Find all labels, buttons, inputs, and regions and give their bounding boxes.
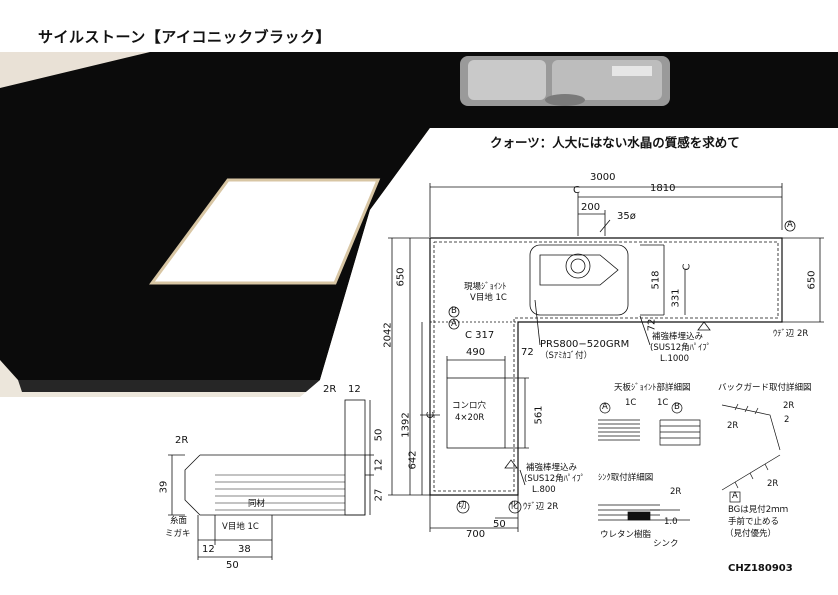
dim-650-right: 650 bbox=[806, 270, 818, 290]
dim-700: 700 bbox=[466, 529, 486, 540]
dim-490: 490 bbox=[466, 347, 486, 358]
dim-35: 35ø bbox=[617, 211, 636, 222]
dim-2r-a: 2R bbox=[323, 384, 337, 395]
cooktop-cutout bbox=[149, 178, 381, 285]
dim-72a: 72 bbox=[646, 318, 658, 332]
subtitle: クォーツ：人大にはない水晶の質感を求めて bbox=[490, 135, 740, 150]
marker-b1: B bbox=[451, 306, 457, 316]
reinforce-1: 補強棒埋込み bbox=[652, 332, 704, 342]
dim-50c: 50 bbox=[226, 560, 239, 571]
dim-1392: 1392 bbox=[400, 412, 412, 438]
sink-detail-2r: 2R bbox=[670, 487, 682, 497]
dim-518: 518 bbox=[650, 270, 662, 290]
dim-331: 331 bbox=[670, 288, 682, 308]
cut-mark2: 化 bbox=[510, 501, 519, 511]
v-eye2-label: V目地 1C bbox=[222, 522, 259, 532]
edge-r2: ｳﾃﾞ辺 2R bbox=[523, 502, 559, 512]
cooktop-label: コンロ穴 bbox=[452, 401, 487, 411]
dim-12c: 12 bbox=[202, 544, 215, 555]
dim-3000: 3000 bbox=[590, 172, 616, 183]
len-2: L.800 bbox=[532, 485, 556, 495]
edge-r1: ｳﾃﾞ辺 2R bbox=[773, 329, 809, 339]
dim-561: 561 bbox=[533, 405, 545, 425]
bg-2r-a: 2R bbox=[783, 401, 795, 411]
same-material-label: 同材 bbox=[248, 499, 266, 509]
joint-site-label: 現場ｼﾞｮｲﾝﾄ bbox=[464, 282, 507, 292]
page-title: サイルストーン【アイコニックブラック】 bbox=[38, 28, 332, 46]
dim-642: 642 bbox=[407, 450, 419, 470]
sink-detail-10: 1.0 bbox=[664, 517, 678, 527]
bg-note-2: 手前で止める bbox=[728, 517, 780, 527]
dim-200: 200 bbox=[581, 202, 601, 213]
reinforce-2: 補強棒埋込み bbox=[526, 463, 578, 473]
dim-12a: 12 bbox=[348, 384, 361, 395]
bg-2r-c: 2R bbox=[767, 479, 779, 489]
dim-c-left: C bbox=[425, 411, 437, 419]
marker-a1: A bbox=[451, 319, 457, 329]
joint-a: A bbox=[602, 402, 608, 412]
cut-mark: 切 bbox=[458, 501, 467, 511]
dim-72b: 72 bbox=[521, 347, 534, 358]
cooktop-size: 4×20R bbox=[455, 413, 485, 423]
sink-detail-title: ｼﾝｸ取付詳細図 bbox=[598, 473, 654, 483]
len-1: L.1000 bbox=[660, 354, 690, 364]
v-eye-label: V目地 1C bbox=[470, 293, 507, 303]
sink-word: シンク bbox=[653, 539, 679, 549]
dim-39: 39 bbox=[158, 480, 170, 494]
dim-2042: 2042 bbox=[382, 322, 394, 348]
dim-c-top: C bbox=[573, 185, 580, 196]
migaki-label: ミガキ bbox=[165, 529, 191, 539]
dim-c-317: C 317 bbox=[465, 330, 495, 341]
dim-50b: 50 bbox=[493, 519, 506, 530]
bg-note-1: BGは見付2ｍｍ bbox=[728, 505, 789, 515]
joint-b: B bbox=[674, 402, 680, 412]
dim-12b: 12 bbox=[373, 458, 385, 472]
dim-c-right: C bbox=[681, 263, 693, 271]
sus-1: (SUS12角ﾊﾟｲﾌﾟ bbox=[650, 343, 711, 353]
sink-note: （Sｱﾐｶｺﾞ付） bbox=[540, 351, 593, 361]
dim-1810: 1810 bbox=[650, 183, 676, 194]
sus-2: (SUS12角ﾊﾟｲﾌﾟ bbox=[524, 474, 585, 484]
urethane-label: ウレタン樹脂 bbox=[600, 530, 652, 540]
joint-1c-a: 1C bbox=[625, 398, 637, 408]
marker-a2: A bbox=[787, 220, 793, 230]
bg-note-3: （見付優先） bbox=[725, 529, 777, 539]
bg-2r-b: 2R bbox=[727, 421, 739, 431]
dim-650: 650 bbox=[395, 267, 407, 287]
dim-50a: 50 bbox=[373, 428, 385, 442]
dim-27: 27 bbox=[373, 488, 385, 502]
drawing-code: CHZ180903 bbox=[728, 563, 793, 574]
countertop-surface bbox=[0, 52, 838, 380]
joint-1c-b: 1C bbox=[657, 398, 669, 408]
itomen-label: 糸面 bbox=[170, 516, 188, 526]
sink-model: PRS800−520GRM bbox=[540, 339, 630, 350]
backguard-detail-title: バックガード取付詳細図 bbox=[718, 383, 812, 393]
bg-2: 2 bbox=[784, 415, 790, 425]
sink-photo bbox=[460, 56, 670, 106]
dim-2r-left: 2R bbox=[175, 435, 189, 446]
joint-detail-title: 天板ｼﾞｮｲﾝﾄ部詳細図 bbox=[614, 383, 691, 393]
bg-a: A bbox=[732, 491, 738, 501]
dim-38: 38 bbox=[238, 544, 251, 555]
